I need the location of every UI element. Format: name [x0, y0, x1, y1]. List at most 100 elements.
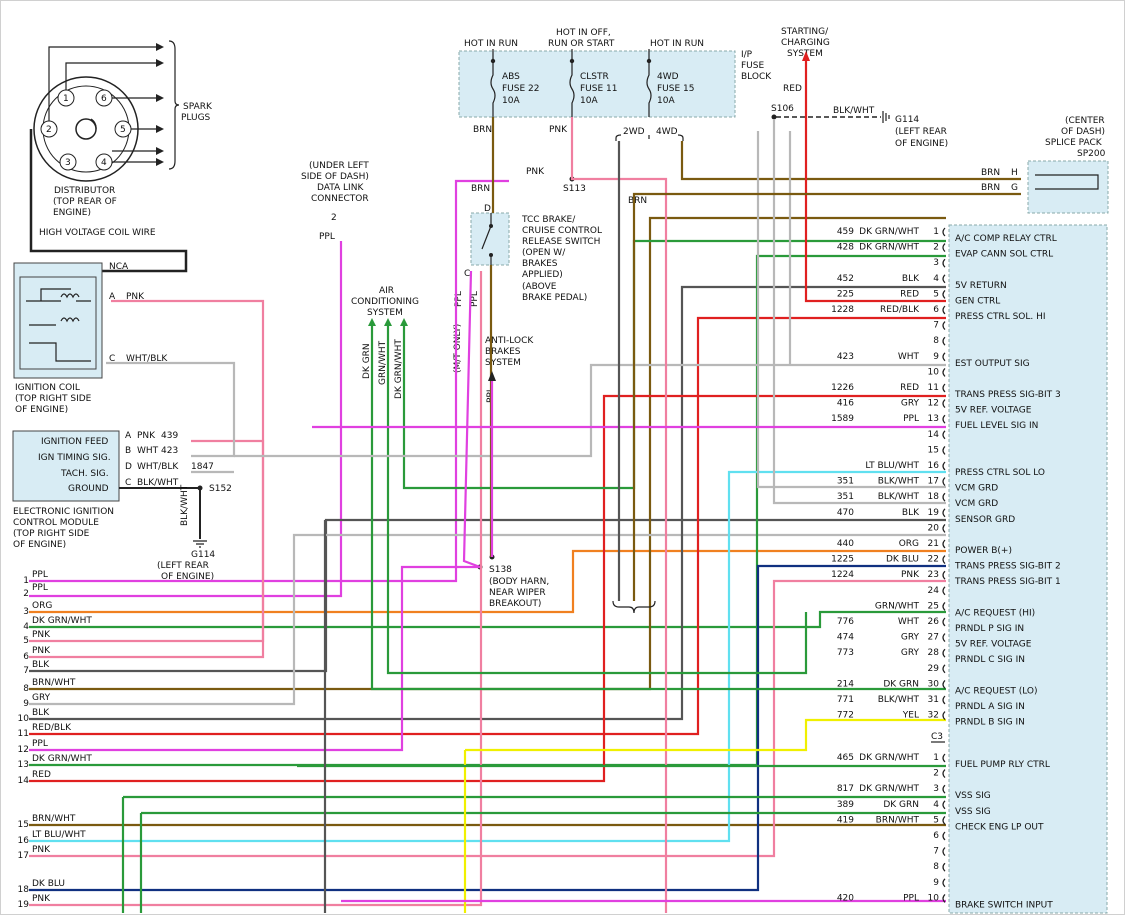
spark-plugs-line1: SPARK — [183, 102, 213, 112]
vcm-vcm_c3-wire-10: PPL — [903, 893, 919, 903]
wire-ppl-1 — [29, 241, 343, 598]
vcm-vcm_c2-wire-21: ORG — [899, 539, 919, 549]
hv-coil-wire-label: HIGH VOLTAGE COIL WIRE — [39, 228, 156, 238]
splice-pack-box — [1027, 160, 1109, 214]
left-row-wire-9: GRY — [32, 693, 51, 703]
fuse-col1-line2: FUSE 22 — [502, 84, 539, 94]
vcm-vcm_c2-circuit-26: 776 — [837, 617, 854, 627]
tcc-wire-pnk: PNK — [526, 167, 545, 177]
vcm-pin-mark — [942, 258, 946, 268]
wire-dkgrn-3 — [29, 610, 946, 629]
vcm-vcm_c2-circuit-19: 470 — [837, 508, 854, 518]
vcm-vcm_c2-pin-25: 25 — [928, 601, 939, 611]
s152-splice: S152 — [209, 484, 232, 494]
left-row-num-2: 2 — [23, 589, 29, 599]
tcc-label-2: CRUISE CONTROL — [522, 226, 602, 236]
left-row-num-12: 12 — [18, 745, 29, 755]
eicm-circuit-1: 439 — [161, 431, 178, 441]
vcm-vcm_c3-wire-4: DK GRN — [883, 800, 919, 810]
dlc-wire: PPL — [319, 232, 335, 242]
vcm-vcm_c3-function-1: FUEL PUMP RLY CTRL — [955, 760, 1050, 770]
vcm-vcm_c2-pin-9: 9 — [933, 352, 939, 362]
vcm-vcm_c2-pin-4: 4 — [933, 274, 939, 284]
eicm-pin-name-1: IGNITION FEED — [41, 437, 108, 447]
fuse-col2-line2: FUSE 11 — [580, 84, 617, 94]
vcm-vcm_c2-pin-14: 14 — [928, 430, 940, 440]
mt-only-label: (M/T ONLY) — [453, 324, 463, 373]
vcm-pin-mark — [942, 679, 946, 689]
charging-arrow — [802, 51, 810, 61]
wire-pnk-16 — [29, 579, 946, 858]
fuse-col2-header-2: RUN OR START — [548, 39, 615, 49]
charging-system: STARTING/ CHARGING SYSTEM RED S106 BLK/W… — [771, 27, 948, 149]
vcm-vcm_c2-wire-32: YEL — [902, 711, 919, 721]
wire-red-10 — [29, 316, 946, 736]
vcm-pin-mark — [942, 664, 946, 674]
vcm-vcm_c2-pin-18: 18 — [928, 492, 940, 502]
vcm-vcm_c2-pin-5: 5 — [933, 289, 939, 299]
coil-nca: NCA — [109, 262, 129, 272]
vcm-pin-mark — [942, 243, 946, 253]
left-row-wire-11: RED/BLK — [32, 723, 72, 733]
tcc-label-5: BRAKES — [522, 259, 558, 269]
eicm-ground: G114 — [191, 550, 215, 560]
wire-dkgrn-37 — [121, 795, 946, 913]
left-row-wire-10: BLK — [32, 708, 50, 718]
vcm-vcm_c2-pin-6: 6 — [933, 305, 939, 315]
vcm-pin-mark — [942, 445, 946, 455]
vcm-vcm_c3-pin-10: 10 — [928, 893, 940, 903]
dlc-label-4: CONNECTOR — [311, 194, 369, 204]
left-row-wire-5: PNK — [32, 630, 51, 640]
wire-network — [29, 51, 1021, 913]
eicm-wire-2: WHT — [137, 446, 159, 456]
eicm-label-2: CONTROL MODULE — [13, 518, 99, 528]
wire-dkgrn-38 — [139, 811, 946, 913]
vcm-vcm_c3-circuit-1: 465 — [837, 753, 854, 763]
fuse-col2-wire: PNK — [549, 125, 568, 135]
vcm-vcm_c2-circuit-13: 1589 — [831, 414, 854, 424]
vcm-vcm_c3-wire-1: DK GRN/WHT — [859, 753, 919, 763]
vcm-vcm_c2-pin-13: 13 — [928, 414, 939, 424]
left-row-wire-8: BRN/WHT — [32, 678, 76, 688]
vcm-vcm_c2-circuit-4: 452 — [837, 274, 854, 284]
vcm-pin-mark — [942, 711, 946, 721]
vcm-vcm_c2-pin-12: 12 — [928, 399, 939, 409]
vcm-vcm_c2-function-13: FUEL LEVEL SIG IN — [955, 421, 1038, 431]
eicm-wire-4: BLK/WHT — [137, 478, 179, 488]
eicm-ground-loc-2: OF ENGINE) — [161, 572, 214, 582]
vcm-pin-mark — [942, 336, 946, 346]
fuse-col1-line1: ABS — [502, 72, 520, 82]
vcm-vcm_c2-circuit-5: 225 — [837, 289, 854, 299]
vcm-pin-mark — [942, 893, 946, 903]
eicm-ground-wire: BLK/WHT — [180, 484, 190, 526]
vcm-vcm_c2-circuit-30: 214 — [837, 679, 854, 689]
ac-label-3: SYSTEM — [367, 308, 403, 318]
vcm-vcm_c2-function-5: GEN CTRL — [955, 296, 1000, 306]
vcm-vcm_c2-pin-19: 19 — [928, 508, 940, 518]
wire-dkgrn-20 — [386, 326, 808, 675]
vcm-vcm_c2-function-2: EVAP CANN SOL CTRL — [955, 250, 1053, 260]
vcm-vcm_c2-function-6: PRESS CTRL SOL. HI — [955, 312, 1046, 322]
fuse-block: I/P FUSE BLOCK HOT IN RUN HOT IN OFF, RU… — [458, 28, 772, 141]
ac-arrow-2 — [384, 318, 392, 326]
vcm-vcm_c2-wire-30: DK GRN — [883, 679, 919, 689]
vcm-vcm_c2-wire-22: DK BLU — [886, 555, 919, 565]
vcm-vcm_c2-pin-22: 22 — [928, 555, 939, 565]
ignition-coil: NCA A PNK C WHT/BLK IGNITION COIL (TOP R… — [13, 262, 168, 415]
dist-terminal-5: 5 — [120, 125, 126, 135]
eicm-label-3: (TOP RIGHT SIDE — [13, 529, 90, 539]
vcm-vcm_c2-pin-11: 11 — [928, 383, 939, 393]
vcm-pin-mark — [942, 523, 946, 533]
coil-label-1: IGNITION COIL — [15, 383, 80, 393]
vcm-pin-mark — [942, 555, 946, 565]
vcm-vcm_c2-circuit-11: 1226 — [831, 383, 854, 393]
vcm-vcm_c2-wire-6: RED/BLK — [880, 305, 920, 315]
left-row-num-16: 16 — [18, 836, 30, 846]
vcm-vcm_c3-function-3: VSS SIG — [955, 791, 991, 801]
sp-wire-h: BRN — [981, 168, 1000, 178]
vcm-vcm_c2-wire-27: GRY — [901, 633, 920, 643]
left-row-num-15: 15 — [18, 820, 29, 830]
vcm-vcm_c3-circuit-10: 420 — [837, 893, 854, 903]
vcm-vcm_c2-wire-11: RED — [900, 383, 919, 393]
left-row-wire-7: BLK — [32, 660, 50, 670]
